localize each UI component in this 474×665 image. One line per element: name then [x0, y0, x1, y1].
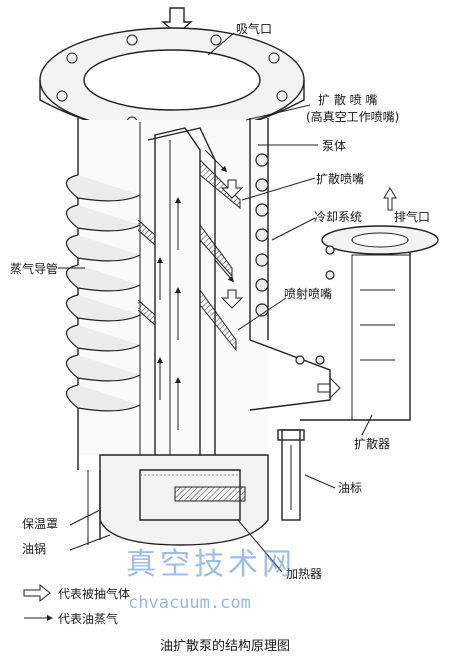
legend-pumped-gas: 代表被抽气体: [58, 586, 130, 601]
oil-gauge: [277, 429, 305, 521]
cooling-coils-left: [65, 174, 141, 412]
pumped-gas-arrows: [220, 179, 397, 400]
pump-body-shell: [77, 118, 269, 470]
inlet-flange: [39, 27, 305, 136]
label-oil-pot: 油锅: [22, 541, 46, 556]
label-exhaust-port: 排气口: [394, 209, 430, 224]
label-diffuser-nozzle-hv-sub: (高真空工作喷嘴): [306, 109, 399, 124]
oil-vapor-arrows: [157, 149, 234, 430]
label-diffuser: 扩散器: [354, 436, 390, 451]
watermark-cn: 真空技术网: [126, 547, 296, 582]
label-pump-body: 泵体: [322, 139, 346, 153]
legend: 代表被抽气体 代表油蒸气: [23, 583, 130, 626]
leader-lines: [58, 32, 373, 573]
oil-pot: [87, 454, 269, 546]
label-diffuser-nozzle-hv: 扩 散 喷 嘴: [318, 92, 377, 107]
label-insulation-cover: 保温罩: [22, 517, 58, 531]
legend-oil-vapor: 代表油蒸气: [58, 611, 118, 626]
exhaust-diffuser: [249, 225, 439, 421]
label-heater: 加热器: [286, 567, 322, 581]
label-cooling-system: 冷却系统: [314, 210, 362, 224]
watermark-en: chvacuum.com: [128, 593, 251, 613]
figure-caption: 油扩散泵的结构原理图: [160, 638, 290, 654]
label-oil-gauge: 油标: [338, 481, 362, 495]
label-inlet: 吸气口: [236, 21, 272, 36]
label-jet-nozzle: 喷射喷嘴: [284, 286, 332, 301]
legend-hollow-arrow-icon: [23, 583, 51, 603]
label-vapor-guide-tube: 蒸气导管: [10, 261, 58, 276]
cooling-coils-right: [255, 153, 269, 317]
label-diffuser-nozzle: 扩散喷嘴: [316, 171, 364, 186]
